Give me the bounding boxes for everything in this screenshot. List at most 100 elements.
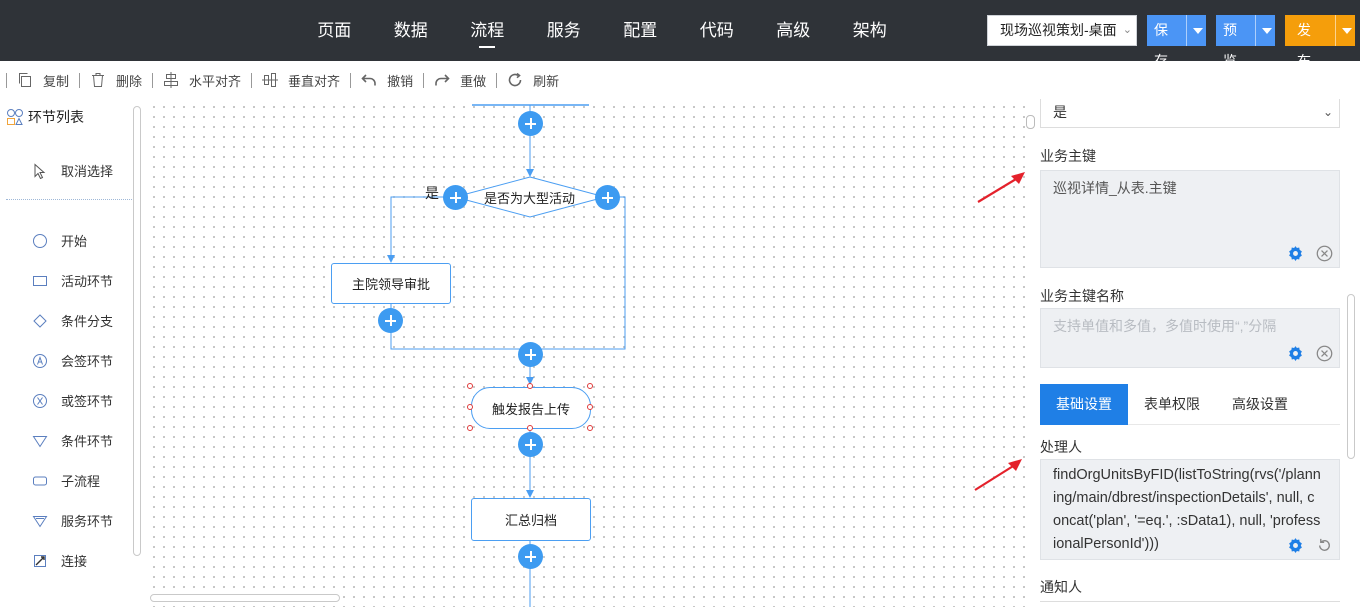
- nav-data[interactable]: 数据: [393, 21, 428, 40]
- add-node-plus-icon[interactable]: [518, 432, 543, 457]
- palette-item-condition[interactable]: 条件环节: [32, 431, 113, 450]
- copy-icon: [19, 73, 31, 87]
- nav-architecture[interactable]: 架构: [852, 21, 887, 40]
- palette-item-connection[interactable]: 连接: [32, 551, 87, 570]
- palette-item-label: 服务环节: [61, 514, 114, 529]
- undo-button[interactable]: 撤销: [357, 61, 417, 99]
- circle-icon: [33, 233, 47, 248]
- palette-divider: [6, 199, 132, 200]
- palette-title: 环节列表: [6, 107, 84, 127]
- nav-flow[interactable]: 流程: [449, 0, 526, 61]
- chevron-down-icon: ⌄: [1322, 105, 1333, 119]
- align-horizontal-label: 水平对齐: [189, 73, 242, 89]
- biz-key-name-actions: [1287, 345, 1333, 362]
- nav-advanced[interactable]: 高级: [776, 21, 811, 40]
- clear-icon[interactable]: [1316, 345, 1333, 362]
- cancel-selection-label: 取消选择: [61, 164, 114, 179]
- pointer-icon: [34, 162, 46, 179]
- palette-item-label: 连接: [61, 554, 88, 569]
- nav-service[interactable]: 服务: [546, 21, 581, 40]
- redo-icon: [435, 74, 450, 86]
- resize-handle[interactable]: [587, 383, 593, 389]
- palette-item-or-sign[interactable]: 或签环节: [32, 391, 113, 410]
- save-button[interactable]: 保存: [1147, 15, 1206, 69]
- project-select[interactable]: 现场巡视策划-桌面 ⌄: [987, 15, 1137, 46]
- copy-button[interactable]: 复制: [13, 61, 73, 99]
- toolbar-divider: [152, 72, 154, 88]
- decision-label[interactable]: 是否为大型活动: [484, 191, 576, 206]
- palette-item-activity[interactable]: 活动环节: [32, 271, 113, 290]
- publish-dropdown-icon[interactable]: [1334, 15, 1355, 46]
- delete-button[interactable]: 删除: [86, 61, 146, 99]
- toolbar-divider: [350, 72, 352, 88]
- reset-icon[interactable]: [1316, 537, 1333, 554]
- preview-button[interactable]: 预览: [1216, 15, 1275, 69]
- top-bar: 页面 数据 流程 服务 配置 代码 高级 架构 现场巡视策划-桌面 ⌄ 保存 预…: [0, 0, 1360, 69]
- palette-scrollbar[interactable]: [133, 106, 141, 556]
- preview-dropdown-icon[interactable]: [1255, 15, 1275, 46]
- add-node-plus-icon[interactable]: [378, 308, 403, 333]
- resize-handle[interactable]: [527, 425, 533, 431]
- canvas-horizontal-scrollbar[interactable]: [150, 594, 340, 602]
- palette-item-label: 子流程: [61, 474, 101, 489]
- resize-handle[interactable]: [467, 404, 473, 410]
- flow-canvas[interactable]: 是否为大型活动 是 主院领导审批 触发报告上传 汇总归档: [146, 99, 1030, 607]
- nav-config[interactable]: 配置: [623, 21, 658, 40]
- tab-advanced-settings[interactable]: 高级设置: [1232, 396, 1288, 412]
- resize-handle[interactable]: [587, 425, 593, 431]
- resize-handle[interactable]: [467, 383, 473, 389]
- node-approve-label: 主院领导审批: [351, 277, 430, 292]
- node-approve[interactable]: 主院领导审批: [331, 263, 451, 304]
- top-select-value: 是: [1053, 104, 1067, 120]
- handler-field[interactable]: findOrgUnitsByFID(listToString(rvs('/pla…: [1040, 459, 1340, 560]
- resize-handle[interactable]: [587, 404, 593, 410]
- project-select-value: 现场巡视策划-桌面: [1000, 22, 1117, 38]
- resize-handle[interactable]: [467, 425, 473, 431]
- palette-item-start[interactable]: 开始: [32, 231, 87, 250]
- cancel-selection[interactable]: 取消选择: [32, 161, 113, 180]
- add-node-plus-icon[interactable]: [518, 544, 543, 569]
- undo-label: 撤销: [387, 73, 414, 89]
- resize-handle[interactable]: [527, 383, 533, 389]
- biz-key-name-field[interactable]: 支持单值和多值，多值时使用“,”分隔: [1040, 308, 1340, 368]
- align-horizontal-button[interactable]: 水平对齐: [159, 61, 245, 99]
- tab-basic-settings[interactable]: 基础设置: [1040, 384, 1128, 425]
- clear-icon[interactable]: [1316, 245, 1333, 262]
- add-node-plus-icon[interactable]: [443, 185, 468, 210]
- add-node-plus-icon[interactable]: [595, 185, 620, 210]
- palette-item-branch[interactable]: 条件分支: [32, 311, 113, 330]
- palette-item-countersign[interactable]: 会签环节: [32, 351, 113, 370]
- node-trigger-report[interactable]: 触发报告上传: [471, 387, 591, 429]
- publish-button[interactable]: 发布: [1285, 15, 1355, 69]
- top-select[interactable]: 是 ⌄: [1040, 99, 1340, 128]
- biz-key-label: 业务主键: [1040, 148, 1096, 164]
- palette-item-service[interactable]: 服务环节: [32, 511, 113, 530]
- align-vertical-button[interactable]: 垂直对齐: [258, 61, 344, 99]
- biz-key-name-placeholder: 支持单值和多值，多值时使用“,”分隔: [1053, 318, 1277, 334]
- annotation-arrow-icon: [977, 172, 1025, 203]
- refresh-button[interactable]: 刷新: [503, 61, 563, 99]
- palette-item-label: 条件环节: [61, 434, 114, 449]
- save-dropdown-icon[interactable]: [1186, 15, 1206, 46]
- add-node-plus-icon[interactable]: [518, 111, 543, 136]
- tab-form-permissions[interactable]: 表单权限: [1144, 396, 1200, 412]
- undo-icon: [361, 74, 376, 86]
- biz-key-field[interactable]: 巡视详情_从表.主键: [1040, 170, 1340, 268]
- palette-item-subprocess[interactable]: 子流程: [32, 471, 100, 490]
- nav-code[interactable]: 代码: [699, 21, 734, 40]
- add-node-plus-icon[interactable]: [518, 342, 543, 367]
- gear-icon[interactable]: [1287, 537, 1304, 554]
- gear-icon[interactable]: [1287, 245, 1304, 262]
- panel-scrollbar[interactable]: [1347, 294, 1355, 459]
- redo-button[interactable]: 重做: [430, 61, 490, 99]
- panel-collapse-handle[interactable]: [1026, 115, 1035, 129]
- or-sign-icon: [33, 393, 47, 408]
- gear-icon[interactable]: [1287, 345, 1304, 362]
- biz-key-actions: [1287, 245, 1333, 262]
- nav-page[interactable]: 页面: [317, 21, 352, 40]
- toolbar-divider: [423, 72, 425, 88]
- properties-panel: 是 ⌄ 业务主键 巡视详情_从表.主键 业务主键名称 支持单值和多值，多值时使用…: [1026, 99, 1360, 607]
- publish-button-label: 发布: [1297, 22, 1311, 69]
- node-archive[interactable]: 汇总归档: [471, 498, 591, 541]
- biz-key-name-label: 业务主键名称: [1040, 288, 1124, 304]
